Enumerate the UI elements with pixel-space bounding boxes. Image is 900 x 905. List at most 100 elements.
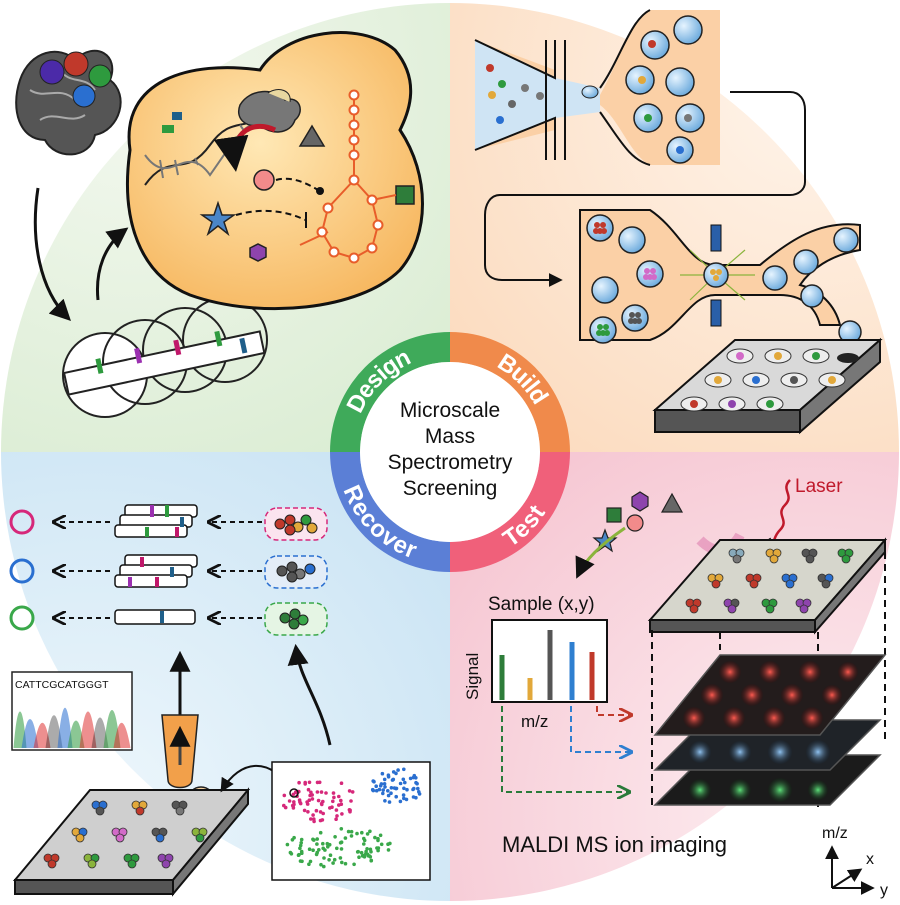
scatter-point <box>287 799 292 803</box>
scatter-point <box>315 837 320 841</box>
scatter-point <box>394 771 398 776</box>
scatter-point <box>402 767 406 772</box>
scatter-point <box>320 818 325 822</box>
laser-label: Laser <box>795 476 843 497</box>
scatter-point <box>321 811 326 816</box>
ion-image-layers <box>653 654 887 806</box>
cluster-scatter-plot <box>271 761 431 881</box>
scatter-point <box>389 786 394 790</box>
scatter-point <box>350 790 355 794</box>
ion-flight-arrow <box>575 526 626 579</box>
scatter-point <box>391 777 396 782</box>
test-panel: Laser <box>463 476 888 899</box>
scatter-point <box>319 790 324 794</box>
scatter-point <box>332 795 336 800</box>
ring-segment-build <box>450 332 570 452</box>
scatter-point <box>327 842 332 847</box>
scatter-point <box>308 859 313 864</box>
scatter-point <box>403 780 407 785</box>
scatter-point <box>299 841 304 845</box>
center-title: Microscale Mass Spectrometry Screening <box>388 399 513 500</box>
scatter-point <box>282 803 286 808</box>
scatter-point <box>331 791 336 795</box>
scatter-point <box>362 842 366 846</box>
scatter-point <box>299 837 304 842</box>
scatter-point <box>348 809 352 814</box>
scatter-point <box>386 789 390 793</box>
scatter-point <box>381 791 385 796</box>
scatter-point <box>387 800 392 804</box>
scatter-point <box>332 857 337 862</box>
scatter-point <box>298 846 302 851</box>
scatter-point <box>401 777 406 782</box>
protein-structure-icon <box>15 49 122 156</box>
scatter-point <box>306 810 310 814</box>
scatter-point <box>288 850 293 855</box>
scatter-point <box>370 787 375 792</box>
scatter-point <box>386 775 391 779</box>
center-line-3: Spectrometry <box>388 451 513 474</box>
scatter-point <box>381 788 386 792</box>
scatter-point <box>382 782 387 786</box>
scatter-point <box>300 851 304 855</box>
scatter-point <box>305 802 310 806</box>
scatter-point <box>338 856 343 860</box>
metabolic-pathway <box>299 89 397 264</box>
spectrum-projection-arrows <box>501 706 630 792</box>
scatter-point <box>379 842 384 847</box>
scatter-point <box>343 836 348 840</box>
scatter-point <box>292 800 296 804</box>
scatter-point <box>337 794 341 799</box>
red-ion-layer <box>653 654 887 736</box>
scatter-point <box>398 781 403 786</box>
scatter-point <box>371 779 376 783</box>
scatter-point <box>308 793 312 798</box>
scatter-point <box>297 780 301 785</box>
scatter-point <box>386 848 391 852</box>
colony-clusters <box>264 507 328 636</box>
scatter-point <box>309 817 313 821</box>
collection-plate <box>652 337 883 435</box>
recover-panel: CATTCGCATGGGT <box>9 504 431 897</box>
scatter-point <box>394 794 399 799</box>
sorted-droplets <box>586 214 862 344</box>
scatter-point <box>307 798 312 802</box>
star-metabolite-icon <box>199 200 237 237</box>
dna-sequence-text: CATTCGCATGGGT <box>15 679 109 691</box>
scatter-point <box>324 791 328 795</box>
scatter-point <box>298 800 302 804</box>
scatter-point <box>302 808 307 813</box>
recover-arrow-2 <box>287 643 332 746</box>
axis-y-label: y <box>880 882 888 899</box>
scatter-point <box>352 862 356 867</box>
ionized-metabolites <box>592 491 684 553</box>
scatter-point <box>365 847 369 851</box>
scatter-point <box>307 780 312 785</box>
scatter-point <box>401 793 406 797</box>
scatter-point <box>367 854 372 858</box>
scatter-point <box>340 812 344 816</box>
yeast-cell <box>126 31 424 311</box>
scatter-point <box>364 849 368 854</box>
scatter-point <box>398 799 403 804</box>
scatter-point <box>349 834 354 838</box>
scatter-point <box>396 768 400 772</box>
scatter-point <box>339 847 344 851</box>
scatter-point <box>359 850 364 855</box>
scatter-point <box>318 830 323 835</box>
scatter-point <box>377 787 382 792</box>
scatter-point <box>319 862 323 867</box>
scatter-point <box>307 862 311 866</box>
blue-ion-spots <box>689 740 830 764</box>
triangle-metabolite-icon <box>298 124 326 147</box>
enzyme-icon <box>238 89 301 133</box>
scatter-point <box>315 790 320 794</box>
mz-axis-label: m/z <box>521 712 548 731</box>
mass-spectrum: Signal m/z <box>463 619 608 731</box>
scatter-point <box>368 847 373 852</box>
scatter-point <box>307 847 312 851</box>
scatter-point <box>291 792 296 797</box>
scatter-point <box>373 835 377 840</box>
scatter-point <box>382 777 387 782</box>
catalysis-arrow <box>213 123 277 172</box>
